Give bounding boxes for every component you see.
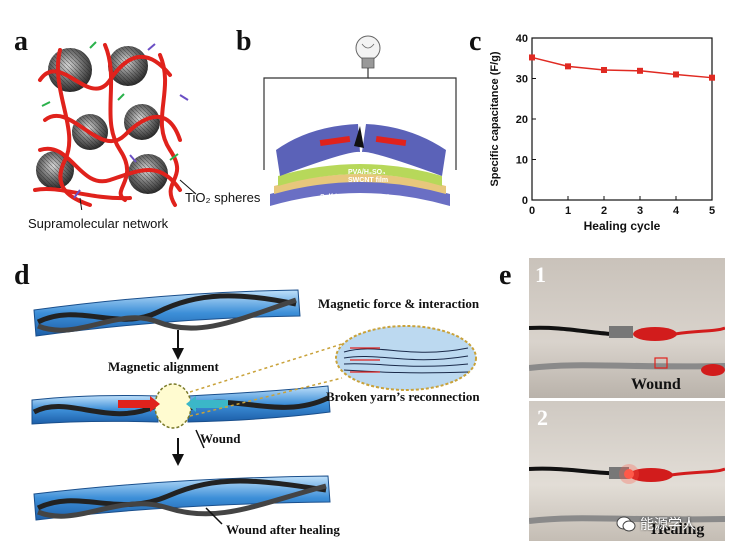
data-point xyxy=(709,74,715,81)
wechat-icon xyxy=(616,516,636,532)
panel-d-letter: d xyxy=(14,260,30,291)
x-tick-label: 1 xyxy=(565,205,571,217)
data-point xyxy=(637,67,643,74)
photo1-number: 1 xyxy=(535,262,546,287)
wound-after-healing-label: Wound after healing xyxy=(226,522,340,537)
electrolyte-layer-label: PVA/H₂SO₄ xyxy=(348,169,386,176)
x-tick-label: 4 xyxy=(673,205,680,217)
ligand-sticks xyxy=(41,41,189,199)
x-tick-label: 0 xyxy=(529,205,535,217)
swcnt-film-label: SWCNT film xyxy=(348,177,389,184)
photo2-healing-label: Healing xyxy=(651,521,705,538)
y-tick-label: 10 xyxy=(516,155,528,167)
y-tick-label: 30 xyxy=(516,74,528,86)
photo2-number: 2 xyxy=(537,405,548,430)
data-point xyxy=(673,71,679,78)
x-axis-label: Healing cycle xyxy=(584,219,661,233)
magnetic-force-label: Magnetic force & interaction xyxy=(318,296,480,311)
panel-a-letter: a xyxy=(14,26,28,57)
panel-e-letter: e xyxy=(499,260,512,291)
supramolecular-network-label: Supramolecular network xyxy=(28,216,169,231)
magnetic-alignment-label: Magnetic alignment xyxy=(108,359,219,374)
y-axis-label: Specific capacitance (F/g) xyxy=(489,51,501,186)
y-tick-label: 20 xyxy=(516,114,528,126)
tio2-spheres-label: TiO₂ spheres xyxy=(185,190,261,205)
plot-frame xyxy=(531,37,713,201)
data-point xyxy=(601,66,607,73)
polymer-network xyxy=(33,43,182,207)
photo-wound: 1 Wound xyxy=(529,258,725,398)
substrate-layer-label: Self-healing substrate xyxy=(320,194,394,201)
watermark: 能源学人 xyxy=(616,514,696,534)
x-tick-label: 2 xyxy=(601,205,607,217)
broken-yarn-label: Broken yarn’s reconnection xyxy=(326,389,480,404)
self-healing-device-illustration xyxy=(263,35,457,206)
series-line xyxy=(531,56,713,79)
watermark-text: 能源学人 xyxy=(640,517,696,533)
data-point xyxy=(529,54,535,61)
y-tick-label: 0 xyxy=(522,195,528,207)
yarn-healing-illustration xyxy=(31,289,477,525)
wound-label: Wound xyxy=(200,431,241,446)
panel-b-letter: b xyxy=(236,26,252,57)
supramolecular-network-illustration xyxy=(33,41,197,210)
y-tick-label: 40 xyxy=(516,33,528,45)
data-point xyxy=(565,63,571,70)
x-tick-label: 5 xyxy=(709,205,715,217)
panel-c-letter: c xyxy=(469,26,482,57)
photo1-wound-label: Wound xyxy=(631,376,681,393)
lightbulb-icon xyxy=(355,35,381,69)
x-tick-label: 3 xyxy=(637,205,643,217)
